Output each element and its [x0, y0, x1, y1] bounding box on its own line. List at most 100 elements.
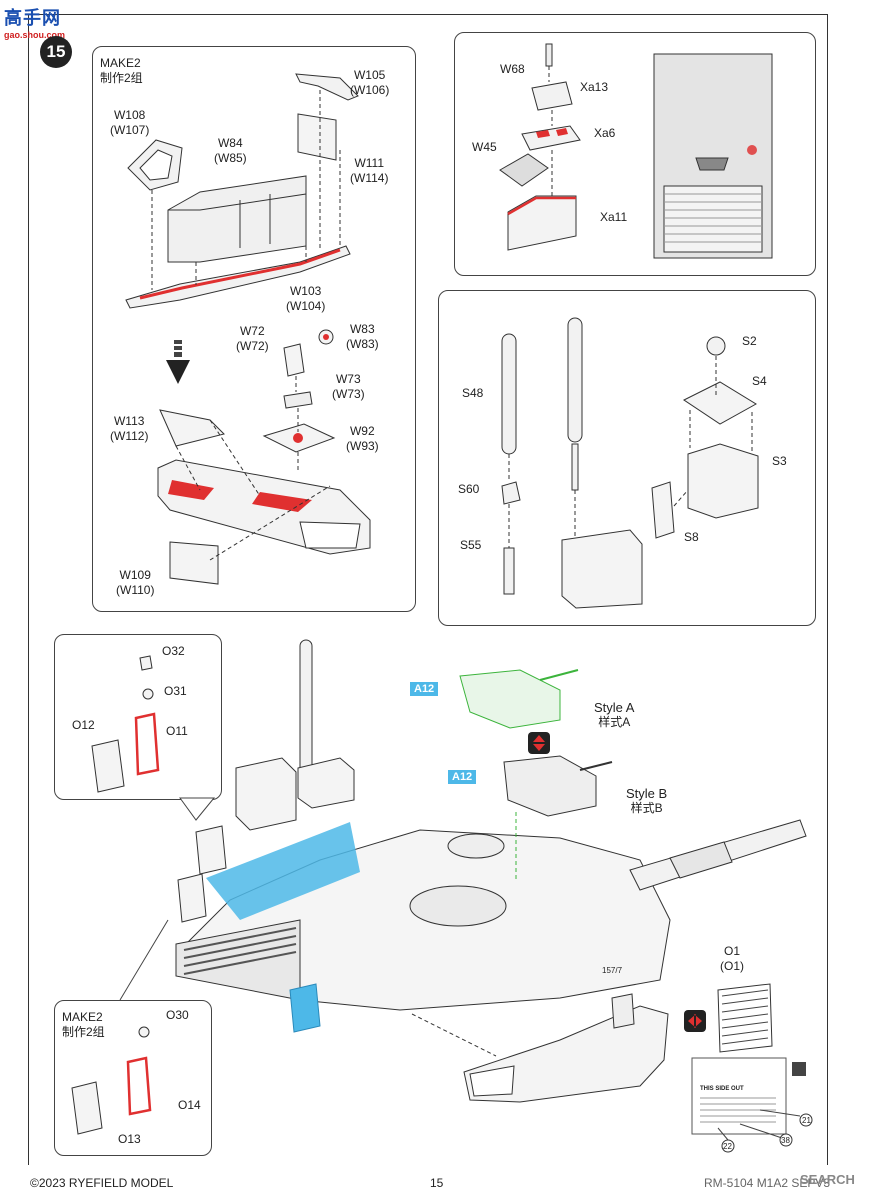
assembly-antenna [299, 639, 313, 781]
assembly-jerrycan-upper [195, 825, 227, 875]
label-w83-a: W83 [349, 322, 375, 336]
part-box-assembly [561, 529, 643, 609]
label-w109-b: (W110) [116, 583, 155, 597]
label-w108-b: (W107) [110, 123, 150, 137]
label-w73: W73 (W73) [332, 372, 365, 402]
label-s60: S60 [458, 482, 480, 496]
label-w83: W83 (W83) [346, 322, 379, 352]
decal-22-circle [721, 1139, 735, 1153]
assembly-jerrycan-lower [177, 873, 207, 923]
label-o30: O30 [166, 1008, 189, 1022]
callout-parts [71, 655, 216, 1135]
footer-watermark: SEARCH [800, 1172, 855, 1187]
label-s55: S55 [460, 538, 482, 552]
part-s48 [501, 333, 517, 455]
part-s55 [503, 547, 515, 595]
label-xa6: Xa6 [594, 126, 616, 140]
assembly-style-a-mount [459, 669, 561, 729]
label-w103-a: W103 [289, 284, 322, 298]
a12-tag-style-b: A12 [448, 770, 477, 784]
part-o13 [71, 1081, 103, 1135]
part-xa13 [531, 81, 573, 111]
label-o12: O12 [72, 718, 95, 732]
label-w108-a: W108 [113, 108, 146, 122]
turret-marking: 157/7 [602, 966, 623, 975]
part-antenna-mast [567, 317, 583, 443]
label-xa13: Xa13 [580, 80, 609, 94]
label-s2: S2 [742, 334, 757, 348]
label-w72: W72 (W72) [236, 324, 269, 354]
part-s3 [687, 443, 759, 519]
label-w103-b: (W104) [286, 299, 326, 313]
assembly-blue-bustle-rack [206, 822, 360, 920]
label-w105-a: W105 [353, 68, 386, 82]
part-o1-grille [717, 983, 773, 1053]
part-o12 [91, 739, 125, 793]
label-o1-a: O1 [723, 944, 740, 958]
part-w109 [169, 541, 219, 585]
footer-page-number: 15 [430, 1176, 444, 1190]
label-o13: O13 [118, 1132, 141, 1146]
swap-icon [528, 732, 550, 754]
assembly-side-skirt [463, 1005, 669, 1103]
watermark-site-url: gao.shou.com [4, 30, 66, 40]
watermark-logo: 高手网 gao.shou.com [4, 4, 84, 40]
swap-icon-o1 [684, 1010, 706, 1032]
decal-38: 38 [781, 1136, 790, 1145]
label-w111: W111 (W114) [350, 156, 388, 186]
make-text-cn: 制作2组 [100, 71, 143, 85]
part-o11 [134, 712, 160, 776]
label-w92-b: (W93) [346, 439, 379, 453]
label-w84-a: W84 [217, 136, 243, 150]
label-w83-b: (W83) [346, 337, 379, 351]
part-w72 [283, 343, 305, 377]
callout-make-text-cn: 制作2组 [62, 1025, 105, 1039]
label-w113-b: (W112) [110, 429, 149, 443]
style-b-text: Style B [626, 786, 668, 801]
label-o31: O31 [164, 684, 187, 698]
label-w108: W108 (W107) [110, 108, 149, 138]
main-panel-parts [125, 73, 371, 585]
watermark-site-cn: 高手网 [4, 8, 61, 28]
footer-copyright: ©2023 RYEFIELD MODEL [30, 1176, 174, 1190]
label-o1: O1 (O1) [720, 944, 744, 974]
label-w84: W84 (W85) [214, 136, 247, 166]
label-s4: S4 [752, 374, 767, 388]
part-o32 [139, 655, 153, 671]
decal-38-circle [779, 1133, 793, 1147]
label-o11: O11 [166, 724, 188, 738]
label-style-a: Style A 样式A [594, 700, 634, 730]
part-o14 [126, 1056, 152, 1116]
label-w92: W92 (W93) [346, 424, 379, 454]
label-w103: W103 (W104) [286, 284, 325, 314]
part-w113 [159, 409, 225, 447]
part-w111 [297, 113, 337, 161]
label-o1-b: (O1) [720, 959, 744, 973]
label-w84-b: (W85) [214, 151, 247, 165]
label-w109: W109 (W110) [116, 568, 154, 598]
assembly-jerrycan-blue [289, 983, 321, 1033]
page-border [28, 14, 828, 1165]
a12-tag-style-a: A12 [410, 682, 439, 696]
make-label: MAKE2 制作2组 [100, 56, 143, 86]
label-w109-a: W109 [119, 568, 151, 582]
placard-text: THIS SIDE OUT [700, 1086, 744, 1092]
decal-22: 22 [723, 1142, 732, 1151]
label-w45: W45 [472, 140, 497, 154]
footer-product-code: RM-5104 M1A2 SEPV3 [704, 1176, 831, 1190]
style-a-text: Style A [594, 700, 635, 715]
label-w105: W105 (W106) [350, 68, 389, 98]
label-style-b: Style B 样式B [626, 786, 667, 816]
label-s8: S8 [684, 530, 699, 544]
part-w68 [545, 43, 553, 67]
part-xa11 [507, 195, 577, 251]
label-w72-a: W72 [239, 324, 265, 338]
part-w45 [499, 153, 549, 187]
label-w73-b: (W73) [332, 387, 365, 401]
part-w105 [295, 73, 359, 101]
label-s3: S3 [772, 454, 787, 468]
assembly-cupola [409, 885, 507, 927]
part-o31 [142, 688, 154, 700]
style-a-text-cn: 样式A [598, 715, 631, 729]
